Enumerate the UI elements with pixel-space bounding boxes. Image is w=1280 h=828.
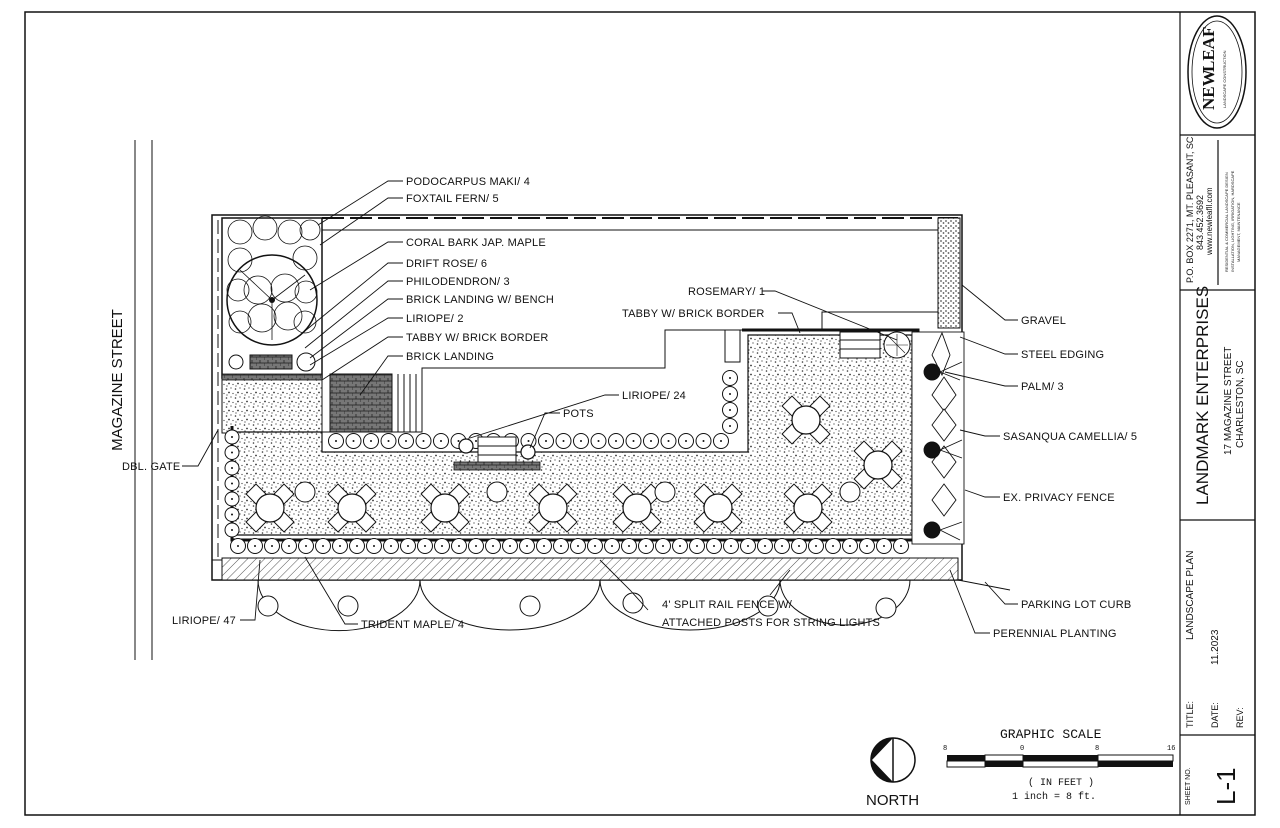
sheet-border (24, 11, 1256, 816)
sheet-label: SHEET NO. (1185, 767, 1192, 805)
label-steel-edging: STEEL EDGING (1021, 349, 1104, 361)
main-tabby-area (231, 334, 913, 536)
camellia-palm-column (911, 331, 965, 545)
steps (477, 436, 517, 466)
perennial-hatch-band (221, 557, 959, 581)
scale-ratio: 1 inch = 8 ft. (1012, 791, 1096, 803)
label-parking-curb: PARKING LOT CURB (1021, 599, 1131, 611)
title-label: TITLE: (1185, 701, 1195, 728)
services-1: RESIDENTIAL & COMMERCIAL LANDSCAPE DESIG… (1224, 172, 1229, 272)
label-coral-maple: CORAL BARK JAP. MAPLE (406, 237, 546, 249)
scale-unit: ( IN FEET ) (1028, 777, 1094, 789)
trident-maple-canopies (257, 481, 911, 632)
address-2: 843.452.3692 (1195, 195, 1205, 250)
brick-bench (249, 354, 293, 370)
date-label: DATE: (1210, 702, 1220, 728)
table (430, 493, 460, 523)
label-rosemary: ROSEMARY/ 1 (688, 286, 765, 298)
client-name: LANDMARK ENTERPRISES (1193, 286, 1212, 505)
label-perennial: PERENNIAL PLANTING (993, 628, 1117, 640)
label-pots: POTS (563, 408, 594, 420)
table-sets (245, 395, 903, 533)
table (255, 493, 285, 523)
leader-lines (182, 180, 1018, 634)
label-liriope-24: LIRIOPE/ 24 (622, 390, 686, 402)
services-3: MANAGEMENT, MAINTENANCE (1236, 202, 1241, 262)
north-label: NORTH (866, 792, 919, 809)
scale-tick-0: 8 (943, 745, 947, 753)
label-split-rail-2: ATTACHED POSTS FOR STRING LIGHTS (662, 617, 880, 629)
label-trident-maple: TRIDENT MAPLE/ 4 (361, 619, 464, 631)
label-tabby-right: TABBY W/ BRICK BORDER (622, 308, 765, 320)
table (622, 493, 652, 523)
label-privacy-fence: EX. PRIVACY FENCE (1003, 492, 1115, 504)
table (863, 450, 893, 480)
graphic-scale: GRAPHIC SCALE 8 0 8 16 ( IN FEET ) 1 inc… (943, 727, 1175, 803)
magazine-street-lines (134, 140, 153, 660)
street-label: MAGAZINE STREET (109, 309, 126, 451)
title-value: LANDSCAPE PLAN (1185, 551, 1196, 640)
title-fields: TITLE: LANDSCAPE PLAN DATE: 11.2023 REV:… (1185, 551, 1245, 805)
label-drift-rose: DRIFT ROSE/ 6 (406, 258, 487, 270)
site-address-2: CHARLESTON, SC (1235, 360, 1246, 448)
company-info: P.O. BOX 2271, MT. PLEASANT, SC 843.452.… (1185, 136, 1241, 283)
label-tabby-left: TABBY W/ BRICK BORDER (406, 332, 549, 344)
liriope-row-bottom (230, 538, 909, 554)
label-foxtail: FOXTAIL FERN/ 5 (406, 193, 499, 205)
label-palm: PALM/ 3 (1021, 381, 1064, 393)
scale-title: GRAPHIC SCALE (1000, 727, 1102, 742)
liriope-left-column (224, 429, 240, 538)
services-2: INSTALLATION, LIGHTING, IRRIGATION, HARD… (1230, 170, 1235, 272)
brick-landing (329, 373, 393, 433)
coral-maple-canopy (226, 254, 318, 346)
label-liriope-2: LIRIOPE/ 2 (406, 313, 464, 325)
scale-tick-3: 16 (1167, 745, 1175, 753)
label-brick-landing: BRICK LANDING (406, 351, 494, 363)
plant-labels: PODOCARPUS MAKI/ 4 FOXTAIL FERN/ 5 CORAL… (122, 176, 1137, 640)
scale-tick-1: 0 (1020, 745, 1024, 753)
label-gravel: GRAVEL (1021, 315, 1066, 327)
gravel-strip (937, 217, 961, 329)
sheet-value: L-1 (1211, 767, 1241, 805)
logo-sub: LANDSCAPE CONSTRUCTION (1222, 50, 1227, 108)
newleaf-logo: NEW LEAF LANDSCAPE CONSTRUCTION (1187, 15, 1247, 129)
rev-label: REV: (1235, 707, 1245, 728)
label-split-rail-1: 4' SPLIT RAIL FENCE W/ (662, 599, 793, 611)
title-block (1179, 12, 1255, 815)
label-brick-bench: BRICK LANDING W/ BENCH (406, 294, 554, 306)
tabby-left (221, 377, 323, 434)
label-philodendron: PHILODENDRON/ 3 (406, 276, 510, 288)
label-camellia: SASANQUA CAMELLIA/ 5 (1003, 431, 1137, 443)
address-1: P.O. BOX 2271, MT. PLEASANT, SC (1185, 136, 1195, 283)
date-value: 11.2023 (1210, 629, 1221, 665)
site-address-1: 17 MAGAZINE STREET (1223, 347, 1234, 455)
table (538, 493, 568, 523)
label-liriope-47: LIRIOPE/ 47 (172, 615, 236, 627)
logo-line1: NEW (1199, 69, 1218, 110)
table (337, 493, 367, 523)
table (791, 405, 821, 435)
table (793, 493, 823, 523)
scale-tick-2: 8 (1095, 745, 1099, 753)
label-podocarpus: PODOCARPUS MAKI/ 4 (406, 176, 530, 188)
address-3: www.newleafll.com (1205, 187, 1214, 256)
label-dbl-gate: DBL. GATE (122, 461, 180, 473)
logo-line2: LEAF (1199, 27, 1218, 72)
table (703, 493, 733, 523)
north-arrow (870, 737, 916, 783)
pots (458, 438, 536, 460)
liriope-column (722, 370, 738, 434)
